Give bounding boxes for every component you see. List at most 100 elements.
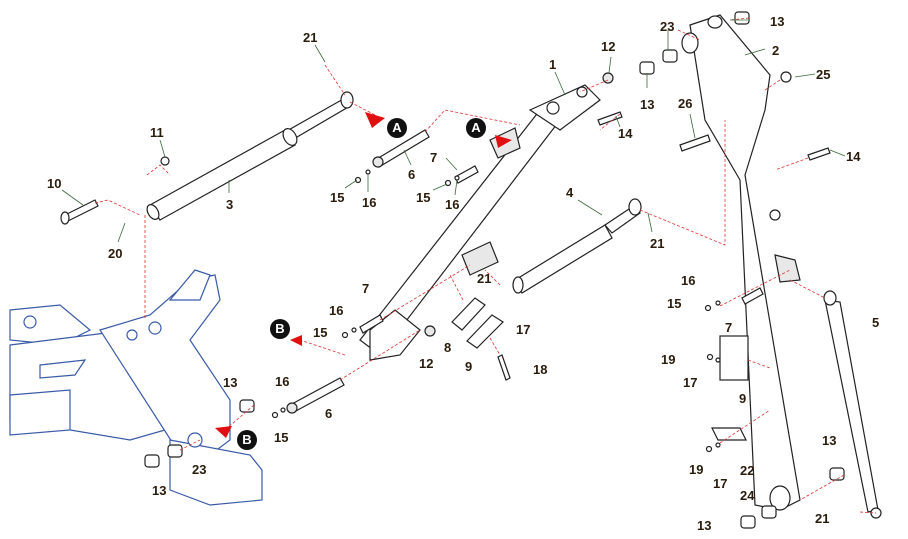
screw-15 <box>341 331 349 339</box>
bushing-13-d <box>144 454 160 468</box>
seal-12-a <box>602 72 614 84</box>
washer-16 <box>351 327 357 333</box>
bushing-13-b <box>639 61 655 75</box>
label-part-7: 7 <box>430 150 438 165</box>
washer-16 <box>280 407 286 413</box>
label-part-12: 12 <box>601 39 616 54</box>
arrow-to-b <box>215 426 232 438</box>
label-part-16: 16 <box>275 374 290 389</box>
label-part-25: 25 <box>816 67 831 82</box>
bushing-24 <box>761 505 777 519</box>
label-part-13: 13 <box>697 518 712 533</box>
nut-11 <box>160 156 170 166</box>
label-part-9: 9 <box>465 359 473 374</box>
label-part-12: 12 <box>419 356 434 371</box>
callout-b: B <box>270 319 290 339</box>
bolt-14-a <box>597 111 623 126</box>
leader-lines <box>61 19 846 243</box>
arrow-to-a <box>365 112 385 128</box>
callout-a: A <box>387 118 407 138</box>
label-part-11: 11 <box>150 125 164 140</box>
label-part-6: 6 <box>325 406 333 421</box>
label-part-15: 15 <box>313 325 328 340</box>
callout-a: A <box>466 118 486 138</box>
pin-6-lower <box>289 377 345 413</box>
label-part-21: 21 <box>477 271 492 286</box>
screw-15 <box>354 176 362 184</box>
washer-16 <box>454 175 460 181</box>
callout-b: B <box>237 430 257 450</box>
nut-25 <box>780 71 792 83</box>
bushing-13-f <box>740 515 756 529</box>
label-part-4: 4 <box>566 185 574 200</box>
label-part-9: 9 <box>739 391 747 406</box>
washer-17 <box>715 442 721 448</box>
label-part-13: 13 <box>822 433 837 448</box>
pin-6-lower-collar <box>286 402 298 414</box>
label-part-13: 13 <box>640 97 655 112</box>
bolt-18 <box>497 354 511 381</box>
assembly-lines <box>94 17 877 514</box>
washer-16 <box>715 300 721 306</box>
seal-12-b <box>424 325 436 337</box>
label-part-18: 18 <box>533 362 548 377</box>
label-part-17: 17 <box>683 375 698 390</box>
label-part-23: 23 <box>660 19 675 34</box>
cylinder-3 <box>146 91 354 221</box>
bushing-23-b <box>167 444 183 458</box>
label-part-8: 8 <box>444 340 452 355</box>
bracket-22 <box>711 427 747 441</box>
bushing-13-c <box>239 399 255 413</box>
label-part-22: 22 <box>740 463 755 478</box>
label-part-21: 21 <box>650 236 665 251</box>
screw-15 <box>271 411 279 419</box>
label-part-15: 15 <box>330 190 345 205</box>
bushing-23-a <box>662 49 678 63</box>
label-part-26: 26 <box>678 96 693 111</box>
label-part-15: 15 <box>667 296 682 311</box>
label-part-17: 17 <box>713 476 728 491</box>
label-part-19: 19 <box>689 462 704 477</box>
washer-16 <box>365 169 371 175</box>
label-part-16: 16 <box>329 303 344 318</box>
wear-pad-9-b <box>719 335 749 381</box>
screw-15 <box>704 304 712 312</box>
label-part-20: 20 <box>108 246 123 261</box>
label-part-21: 21 <box>815 511 830 526</box>
label-part-21: 21 <box>303 30 318 45</box>
pin-7-b <box>359 314 384 334</box>
label-part-23: 23 <box>192 462 207 477</box>
bushing-13-e <box>829 467 845 481</box>
label-part-7: 7 <box>725 320 733 335</box>
bolt-14-b <box>807 147 831 161</box>
cylinder-4 <box>512 198 642 294</box>
label-part-13: 13 <box>770 14 785 29</box>
label-part-6: 6 <box>408 167 416 182</box>
label-part-2: 2 <box>772 43 780 58</box>
label-part-13: 13 <box>223 375 238 390</box>
label-part-14: 14 <box>618 126 633 141</box>
label-part-10: 10 <box>47 176 62 191</box>
label-part-17: 17 <box>516 322 531 337</box>
screw-19 <box>706 353 714 361</box>
pin-7-a <box>454 165 479 184</box>
screw-19 <box>705 445 713 453</box>
label-part-15: 15 <box>274 430 289 445</box>
arrow-to-a <box>495 135 512 148</box>
label-part-16: 16 <box>445 197 460 212</box>
boom-1 <box>359 84 601 361</box>
label-part-5: 5 <box>872 315 880 330</box>
pin-10 <box>60 199 99 225</box>
wear-pad-8 <box>451 297 486 331</box>
pin-7-c <box>741 287 764 305</box>
wear-pad-9-a <box>466 314 504 349</box>
label-part-16: 16 <box>362 195 377 210</box>
label-part-24: 24 <box>740 488 755 503</box>
label-part-14: 14 <box>846 149 861 164</box>
label-part-1: 1 <box>549 57 557 72</box>
label-part-16: 16 <box>681 273 696 288</box>
washer-17 <box>715 357 721 363</box>
label-part-7: 7 <box>362 281 370 296</box>
label-part-19: 19 <box>661 352 676 367</box>
